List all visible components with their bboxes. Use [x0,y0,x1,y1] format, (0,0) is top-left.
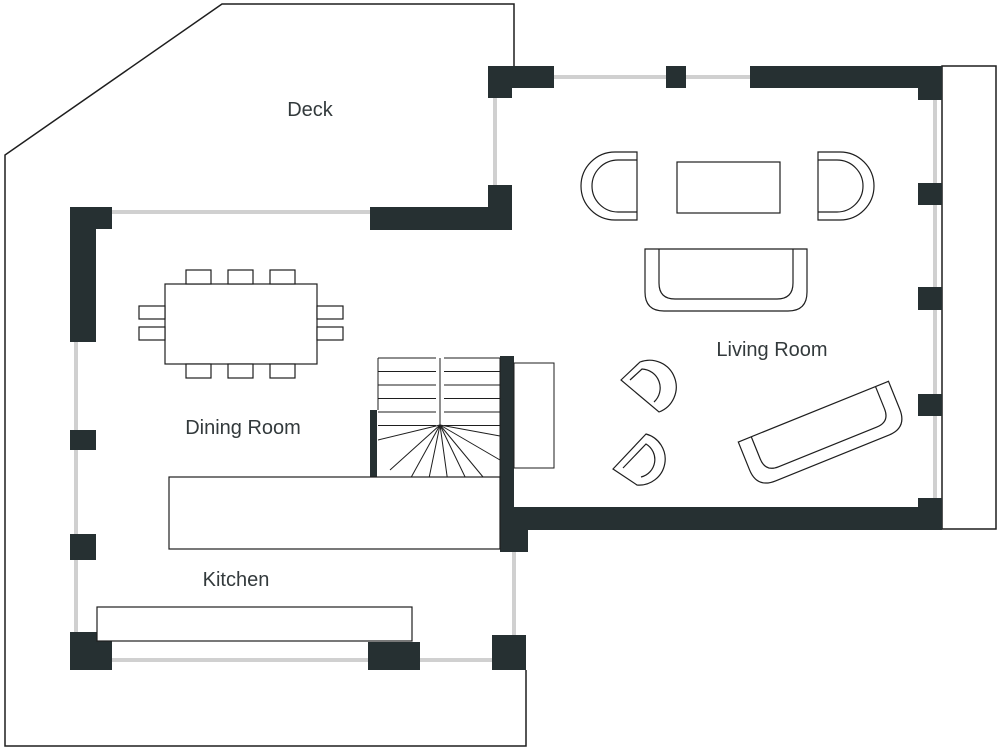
armchair-left-seat [591,159,637,213]
stair-treads [377,371,501,484]
dining-table [164,283,318,365]
windows [74,75,937,662]
dining-chair [316,326,344,341]
coffee-table [676,161,781,214]
armchair-right [817,151,875,221]
living-furniture [580,151,903,486]
wall-living-right-pier-3 [918,394,942,416]
wall-dining-left [70,207,96,342]
stair-tread [439,424,489,484]
wall-living-top-right-corner [918,66,942,100]
sofa-seat [658,249,794,300]
wall-kitchen-left-pier [70,534,96,560]
deck-label: Deck [287,99,334,121]
wall-kitchen-bottom-mid [368,642,420,670]
sofa [644,248,808,312]
stair-landing-cabinet [513,362,555,469]
dining-chair [138,305,166,320]
stair-tread [439,424,501,461]
angled-sofa-frame [737,380,903,484]
deck-outline [4,3,527,747]
wall-living-top-corner [488,66,512,98]
stair-tread [427,424,441,484]
stair-tread [389,424,441,471]
dining-chair [138,326,166,341]
dining-chair [227,363,254,379]
dining-chair [269,269,296,285]
wall-living-right-pier-1 [918,183,942,205]
wall-kitchen-bottom-right [492,635,526,670]
armchair-right-seat [818,159,864,213]
wall-dining-top [370,207,512,230]
armchair-left [580,151,638,221]
angled-sofa [737,380,903,484]
angled-sofa-seat [750,386,887,469]
room-labels: Deck Living Room Dining Room Kitchen [185,99,827,591]
stair-tread [439,424,501,437]
dining-chair [185,363,212,379]
stair-tread [377,424,441,441]
living-room-label: Living Room [716,339,827,361]
right-balcony [941,65,997,530]
stair-tread [439,424,469,484]
round-chair-bottom [612,433,666,486]
dining-room-label: Dining Room [185,417,301,439]
wall-living-right-pier-2 [918,287,942,310]
dining-furniture [138,269,344,379]
round-chair-top [620,359,677,413]
stair-tread [439,424,449,484]
dining-chair [269,363,296,379]
wall-living-top-pier [666,66,686,88]
kitchen-furniture [96,476,501,642]
kitchen-island [168,476,501,550]
kitchen-counter [96,606,413,642]
stair-well-wall-left [370,410,377,490]
wall-dining-left-pier [70,430,96,450]
wall-living-bottom [500,507,942,530]
dining-chair [227,269,254,285]
round-chair-top-seat [629,368,661,403]
stair-tread [407,424,441,484]
kitchen-label: Kitchen [203,569,270,591]
dining-chair [185,269,212,285]
walls [70,66,942,670]
wall-stair-spine [500,356,514,552]
dining-chair [316,305,344,320]
wall-living-top-right [750,66,942,88]
round-chair-bottom-seat [622,443,656,478]
